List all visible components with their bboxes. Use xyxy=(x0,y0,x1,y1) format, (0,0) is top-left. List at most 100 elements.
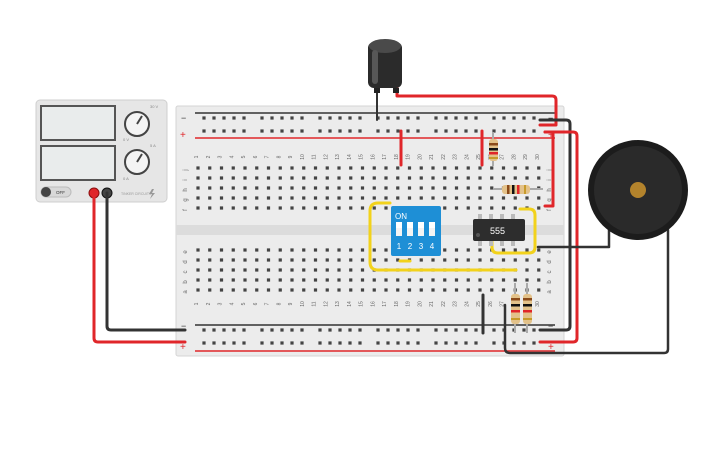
terminal-hole[interactable] xyxy=(513,166,517,170)
rail-hole[interactable] xyxy=(338,341,342,345)
rail-hole[interactable] xyxy=(416,116,420,120)
rail-hole[interactable] xyxy=(328,341,332,345)
rail-hole[interactable] xyxy=(532,328,536,332)
terminal-hole[interactable] xyxy=(349,288,353,292)
dip-toggle[interactable] xyxy=(418,222,424,236)
voltage-knob[interactable] xyxy=(124,111,150,137)
terminal-hole[interactable] xyxy=(196,176,200,180)
rail-hole[interactable] xyxy=(386,129,390,133)
terminal-hole[interactable] xyxy=(266,248,271,252)
terminal-hole[interactable] xyxy=(313,176,318,180)
terminal-hole[interactable] xyxy=(501,206,506,210)
rail-hole[interactable] xyxy=(512,116,516,120)
terminal-hole[interactable] xyxy=(302,196,306,200)
rail-hole[interactable] xyxy=(222,129,226,133)
terminal-hole[interactable] xyxy=(243,206,247,210)
terminal-hole[interactable] xyxy=(525,248,529,252)
terminal-hole[interactable] xyxy=(290,166,294,170)
terminal-hole[interactable] xyxy=(396,176,400,180)
terminal-hole[interactable] xyxy=(396,196,400,200)
terminal-hole[interactable] xyxy=(219,186,224,190)
wire-top-to-bottom-ground[interactable] xyxy=(538,118,572,332)
dip-toggle[interactable] xyxy=(429,222,435,236)
terminal-hole[interactable] xyxy=(513,248,517,252)
terminal-hole[interactable] xyxy=(219,288,224,292)
terminal-hole[interactable] xyxy=(196,248,200,252)
terminal-hole[interactable] xyxy=(407,288,412,292)
wire-supply-negative[interactable] xyxy=(105,191,187,332)
terminal-hole[interactable] xyxy=(537,196,541,200)
rail-hole[interactable] xyxy=(492,341,496,345)
rail-hole[interactable] xyxy=(348,129,352,133)
terminal-hole[interactable] xyxy=(478,166,482,170)
rail-hole[interactable] xyxy=(300,328,304,332)
rail-hole[interactable] xyxy=(222,341,226,345)
terminal-hole[interactable] xyxy=(372,166,376,170)
terminal-hole[interactable] xyxy=(302,166,306,170)
terminal-hole[interactable] xyxy=(396,258,400,262)
wire-yellow-loop-right[interactable] xyxy=(490,207,537,255)
terminal-hole[interactable] xyxy=(231,166,235,170)
rail-hole[interactable] xyxy=(522,116,526,120)
terminal-hole[interactable] xyxy=(325,176,329,180)
terminal-hole[interactable] xyxy=(372,258,376,262)
terminal-hole[interactable] xyxy=(278,206,282,210)
rail-hole[interactable] xyxy=(212,341,216,345)
terminal-hole[interactable] xyxy=(490,166,494,170)
terminal-hole[interactable] xyxy=(466,278,470,282)
terminal-hole[interactable] xyxy=(360,288,365,292)
rail-hole[interactable] xyxy=(232,116,236,120)
terminal-hole[interactable] xyxy=(349,248,353,252)
rail-hole[interactable] xyxy=(512,341,516,345)
rail-hole[interactable] xyxy=(474,341,478,345)
terminal-hole[interactable] xyxy=(337,166,341,170)
wire-buzzer-ground[interactable] xyxy=(503,228,670,355)
rail-hole[interactable] xyxy=(386,328,390,332)
terminal-hole[interactable] xyxy=(431,166,435,170)
terminal-hole[interactable] xyxy=(501,258,506,262)
terminal-hole[interactable] xyxy=(349,258,353,262)
electrolytic-capacitor[interactable] xyxy=(368,39,402,93)
terminal-hole[interactable] xyxy=(325,268,329,272)
terminal-hole[interactable] xyxy=(313,278,318,282)
rail-hole[interactable] xyxy=(280,116,284,120)
terminal-hole[interactable] xyxy=(337,278,341,282)
rail-hole[interactable] xyxy=(474,116,478,120)
terminal-hole[interactable] xyxy=(290,248,294,252)
terminal-hole[interactable] xyxy=(196,186,200,190)
terminal-hole[interactable] xyxy=(196,196,200,200)
terminal-hole[interactable] xyxy=(219,176,224,180)
terminal-hole[interactable] xyxy=(454,186,459,190)
terminal-hole[interactable] xyxy=(525,258,529,262)
rail-hole[interactable] xyxy=(212,129,216,133)
terminal-hole[interactable] xyxy=(501,248,506,252)
piezo-buzzer[interactable] xyxy=(588,140,688,240)
terminal-hole[interactable] xyxy=(255,166,259,170)
rail-hole[interactable] xyxy=(212,328,216,332)
rail-hole[interactable] xyxy=(492,116,496,120)
rail-hole[interactable] xyxy=(232,129,236,133)
terminal-hole[interactable] xyxy=(443,186,447,190)
rail-hole[interactable] xyxy=(454,116,458,120)
terminal-hole[interactable] xyxy=(443,206,447,210)
terminal-hole[interactable] xyxy=(384,196,388,200)
wires[interactable] xyxy=(92,86,670,355)
terminal-hole[interactable] xyxy=(349,176,353,180)
terminal-hole[interactable] xyxy=(290,268,294,272)
rail-hole[interactable] xyxy=(358,328,362,332)
terminal-hole[interactable] xyxy=(266,288,271,292)
terminal-hole[interactable] xyxy=(302,288,306,292)
terminal-hole[interactable] xyxy=(255,258,259,262)
terminal-hole[interactable] xyxy=(255,288,259,292)
terminal-hole[interactable] xyxy=(360,166,365,170)
terminal-hole[interactable] xyxy=(290,258,294,262)
rail-hole[interactable] xyxy=(328,116,332,120)
rail-hole[interactable] xyxy=(318,129,322,133)
rail-hole[interactable] xyxy=(474,129,478,133)
terminal-hole[interactable] xyxy=(219,258,224,262)
terminal-hole[interactable] xyxy=(266,166,271,170)
terminal-hole[interactable] xyxy=(384,278,388,282)
terminal-hole[interactable] xyxy=(466,288,470,292)
terminal-hole[interactable] xyxy=(466,186,470,190)
terminal-hole[interactable] xyxy=(243,288,247,292)
